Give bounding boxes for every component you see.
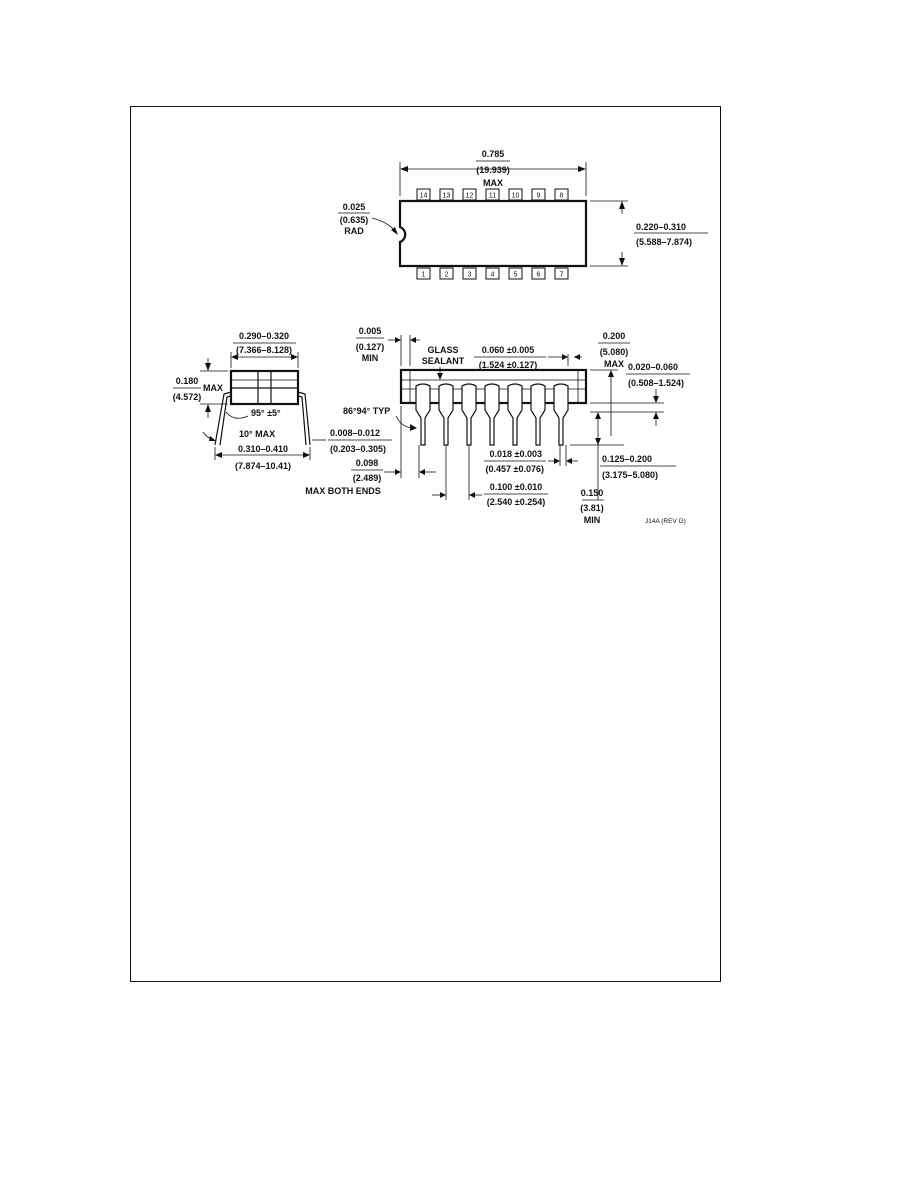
notch-rad-mm-label: (0.635) xyxy=(340,215,369,225)
seat-mm-label: (3.81) xyxy=(580,503,604,513)
drawing-frame xyxy=(130,106,721,982)
angle-max-label: 10° MAX xyxy=(239,429,275,439)
lead-width-mm-label: (0.457 ±0.076) xyxy=(486,464,544,474)
bottom-pin-label: 7 xyxy=(560,272,564,279)
notch-rad-word-label: RAD xyxy=(344,226,364,236)
side-lead xyxy=(553,383,569,446)
lead-span-label: 0.310–0.410 xyxy=(238,444,288,454)
top-view-body xyxy=(398,199,588,268)
bottom-pin-label: 3 xyxy=(468,272,472,279)
top-length-mm-label: (19.939) xyxy=(476,165,510,175)
top-pin-9: 9 xyxy=(531,188,546,201)
max-height-max-label: MAX xyxy=(604,359,624,369)
end-lead-note-label: MAX BOTH ENDS xyxy=(305,486,381,496)
end-width-label: 0.290–0.320 xyxy=(239,331,289,341)
bottom-pin-7: 7 xyxy=(554,267,569,280)
top-length-max-label: MAX xyxy=(483,178,503,188)
end-width-mm-label: (7.366–8.128) xyxy=(236,345,292,355)
shoulder-mm-label: (1.524 ±0.127) xyxy=(479,360,537,370)
bottom-pin-6: 6 xyxy=(531,267,546,280)
glass-label: GLASS xyxy=(427,345,458,355)
bottom-pin-1: 1 xyxy=(416,267,431,280)
top-pin-12: 12 xyxy=(462,188,477,201)
end-clear-min-label: MIN xyxy=(362,353,379,363)
top-pin-10: 10 xyxy=(508,188,523,201)
side-view: 0.005 (0.127) MIN GLASS SEALANT 0.060 ±0… xyxy=(305,326,690,525)
top-pin-label: 12 xyxy=(466,193,474,200)
top-pin-13: 13 xyxy=(439,188,454,201)
top-pin-row: 14 13 12 11 10 9 8 xyxy=(416,188,569,201)
end-lead-mm-label: (2.489) xyxy=(353,473,382,483)
standoff-label: 0.020–0.060 xyxy=(628,362,678,372)
side-lead xyxy=(484,383,500,446)
end-clear-label: 0.005 xyxy=(359,326,382,336)
seat-min-label: MIN xyxy=(584,515,601,525)
notch-rad-label: 0.025 xyxy=(343,202,366,212)
pitch-label: 0.100 ±0.010 xyxy=(490,482,542,492)
bottom-pin-label: 2 xyxy=(445,272,449,279)
bottom-pin-label: 6 xyxy=(537,272,541,279)
top-pin-8: 8 xyxy=(554,188,569,201)
lead-width-label: 0.018 ±0.003 xyxy=(490,449,542,459)
bottom-pin-4: 4 xyxy=(485,267,500,280)
bottom-pin-3: 3 xyxy=(462,267,477,280)
end-clear-mm-label: (0.127) xyxy=(356,342,385,352)
bottom-pin-2: 2 xyxy=(439,267,454,280)
height-max-label: MAX xyxy=(203,383,223,393)
lead-thick-mm-label: (0.203–0.305) xyxy=(330,444,386,454)
bottom-pin-row: 1 2 3 4 5 6 7 xyxy=(416,267,569,280)
side-lead xyxy=(530,383,546,446)
sealant-label: SEALANT xyxy=(422,356,465,366)
top-pin-label: 8 xyxy=(560,193,564,200)
side-angle-label: 86°94° TYP xyxy=(343,406,390,416)
side-lead xyxy=(461,383,477,446)
side-lead xyxy=(415,383,431,446)
side-lead xyxy=(438,383,454,446)
top-pin-label: 10 xyxy=(512,193,520,200)
bottom-pin-label: 5 xyxy=(514,272,518,279)
bottom-pin-label: 4 xyxy=(491,272,495,279)
bottom-pin-5: 5 xyxy=(508,267,523,280)
height-mm-label: (4.572) xyxy=(173,392,202,402)
top-pin-label: 9 xyxy=(537,193,541,200)
end-view: 0.290–0.320 (7.366–8.128) 0.180 (4.572) … xyxy=(173,331,392,471)
bottom-pin-label: 1 xyxy=(422,272,426,279)
side-lead xyxy=(507,383,523,446)
top-pin-label: 13 xyxy=(443,193,451,200)
top-pin-14: 14 xyxy=(416,188,431,201)
pitch-mm-label: (2.540 ±0.254) xyxy=(487,497,545,507)
height-label: 0.180 xyxy=(176,376,199,386)
lead-thick-label: 0.008–0.012 xyxy=(330,428,380,438)
body-width-mm-label: (5.588–7.874) xyxy=(636,237,692,247)
top-pin-label: 14 xyxy=(420,193,428,200)
body-width-label: 0.220–0.310 xyxy=(636,222,686,232)
top-pin-label: 11 xyxy=(489,193,496,200)
max-height-mm-label: (5.080) xyxy=(600,347,629,357)
side-lead-row xyxy=(415,383,569,446)
lead-len-label: 0.125–0.200 xyxy=(602,454,652,464)
top-length-label: 0.785 xyxy=(482,149,505,159)
top-pin-11: 11 xyxy=(485,188,500,201)
end-lead-label: 0.098 xyxy=(356,458,379,468)
seat-label: 0.150 xyxy=(581,488,604,498)
top-view: 0.785 (19.939) MAX 0.025 (0.635) RAD 0.2… xyxy=(338,149,708,280)
lead-angle-label: 95° ±5° xyxy=(251,408,281,418)
standoff-mm-label: (0.508–1.524) xyxy=(628,378,684,388)
max-height-label: 0.200 xyxy=(603,331,626,341)
revision-label: J14A (REV G) xyxy=(645,518,686,525)
shoulder-label: 0.060 ±0.005 xyxy=(482,345,534,355)
lead-len-mm-label: (3.175–5.080) xyxy=(602,470,658,480)
lead-span-mm-label: (7.874–10.41) xyxy=(235,461,291,471)
